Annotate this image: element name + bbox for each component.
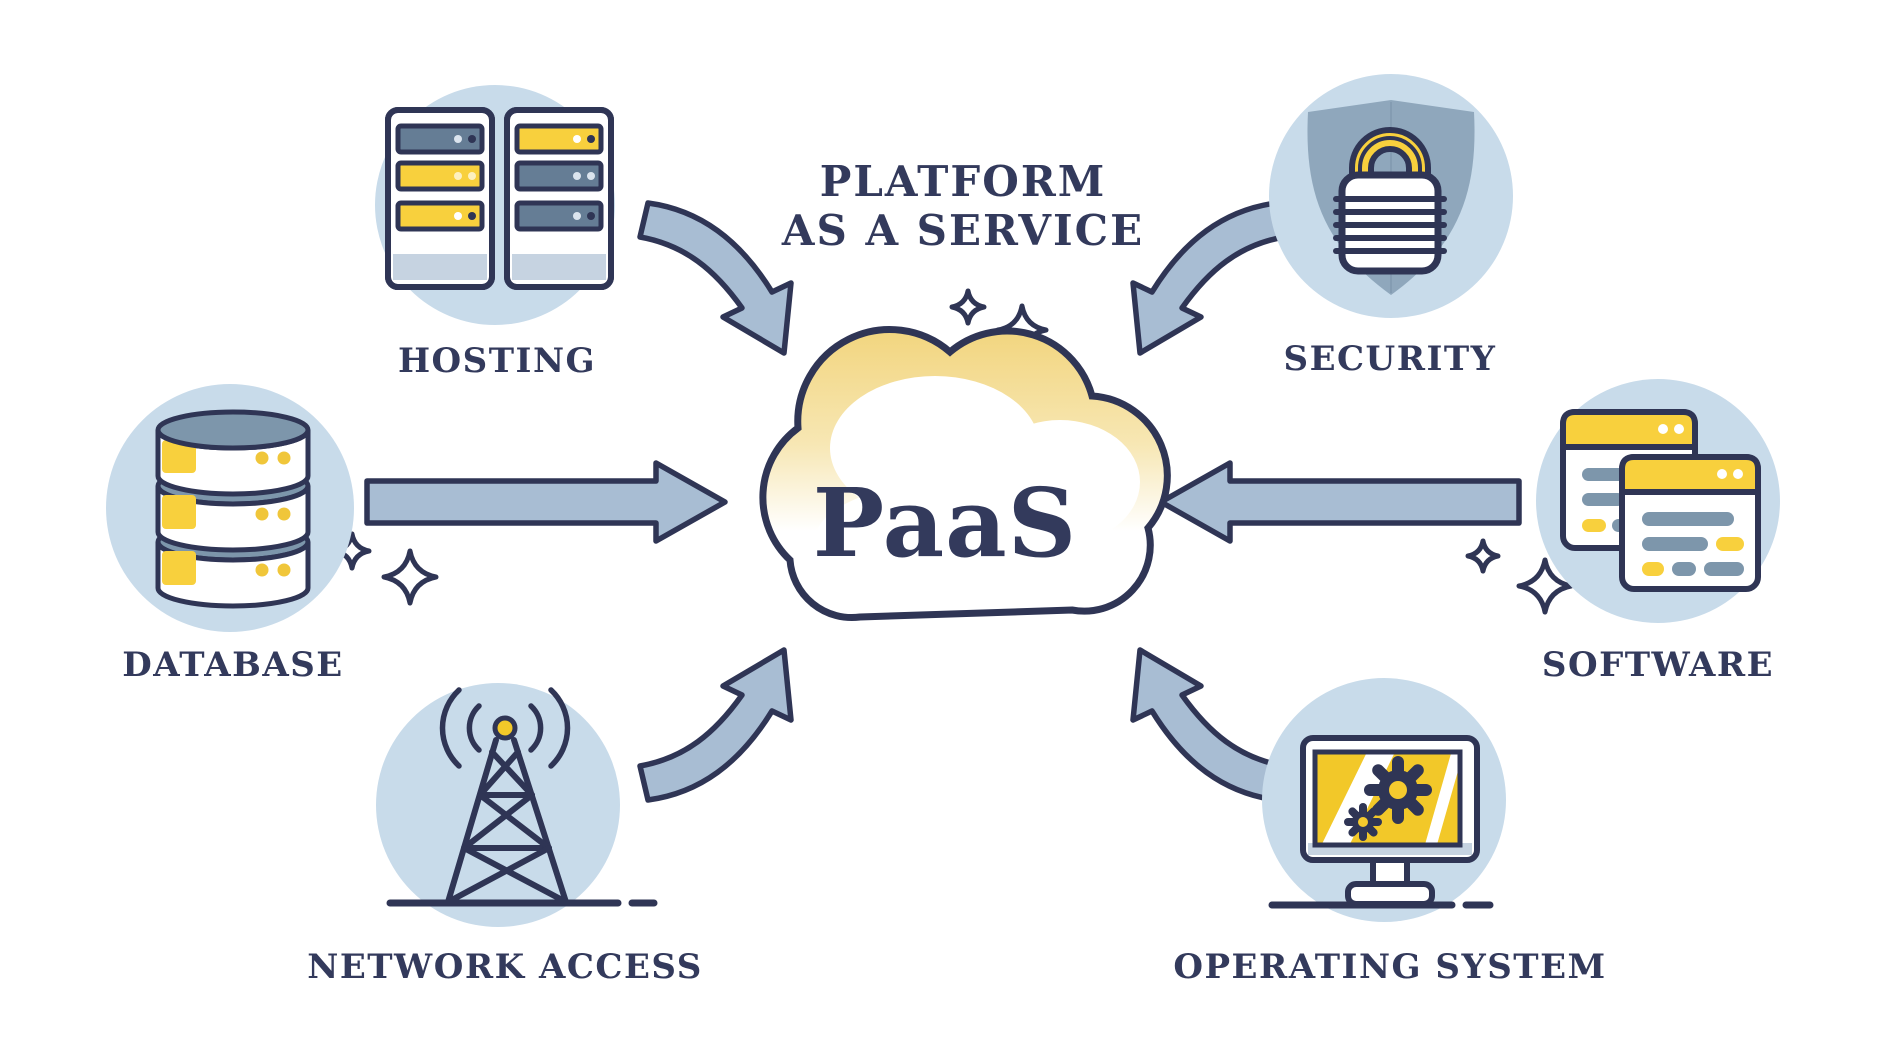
node-security: SECURITY [1269, 74, 1513, 379]
database-label: DATABASE [122, 645, 343, 685]
cloud-inner-highlight [815, 376, 1140, 600]
node-os: OPERATING SYSTEM [1173, 678, 1606, 987]
title-line-2: AS A SERVICE [781, 206, 1144, 255]
sparkle-icon [1516, 557, 1574, 615]
sparkle-icon [381, 548, 439, 606]
paas-label: PaaS [813, 468, 1078, 579]
diagram-title: PLATFORM AS A SERVICE [781, 157, 1144, 255]
monitor-gears-icon [1268, 735, 1494, 909]
network-circle [376, 683, 620, 927]
hosting-label: HOSTING [398, 341, 596, 381]
arrows [364, 200, 1522, 803]
arrow-os-to-paas [1130, 647, 1287, 803]
gear-icon [1344, 803, 1382, 841]
title-line-1: PLATFORM [820, 157, 1106, 206]
shield-lock-icon [1307, 100, 1475, 295]
os-label: OPERATING SYSTEM [1173, 947, 1606, 987]
gear-icon [1364, 756, 1432, 824]
arrow-network-to-paas [637, 647, 794, 803]
signal-waves-icon [439, 687, 571, 769]
database-stack-icon [155, 409, 311, 609]
arrow-database-to-paas [364, 460, 728, 544]
node-network: NETWORK ACCESS [307, 683, 703, 987]
radio-tower-icon [386, 687, 658, 907]
arrow-security-to-paas [1130, 200, 1287, 356]
server-rack-icon [385, 107, 614, 290]
software-label: SOFTWARE [1542, 645, 1774, 685]
node-hosting: HOSTING [375, 85, 615, 381]
sparkle-icon [1465, 538, 1501, 574]
node-software: SOFTWARE [1536, 379, 1780, 685]
sparkle-icon [949, 288, 987, 326]
app-windows-icon [1560, 409, 1761, 592]
security-label: SECURITY [1284, 339, 1497, 379]
network-label: NETWORK ACCESS [307, 947, 703, 987]
paas-cloud-node: PaaS [759, 326, 1171, 622]
arrow-software-to-paas [1158, 460, 1522, 544]
node-database: DATABASE [106, 384, 354, 685]
arrow-hosting-to-paas [637, 200, 794, 356]
